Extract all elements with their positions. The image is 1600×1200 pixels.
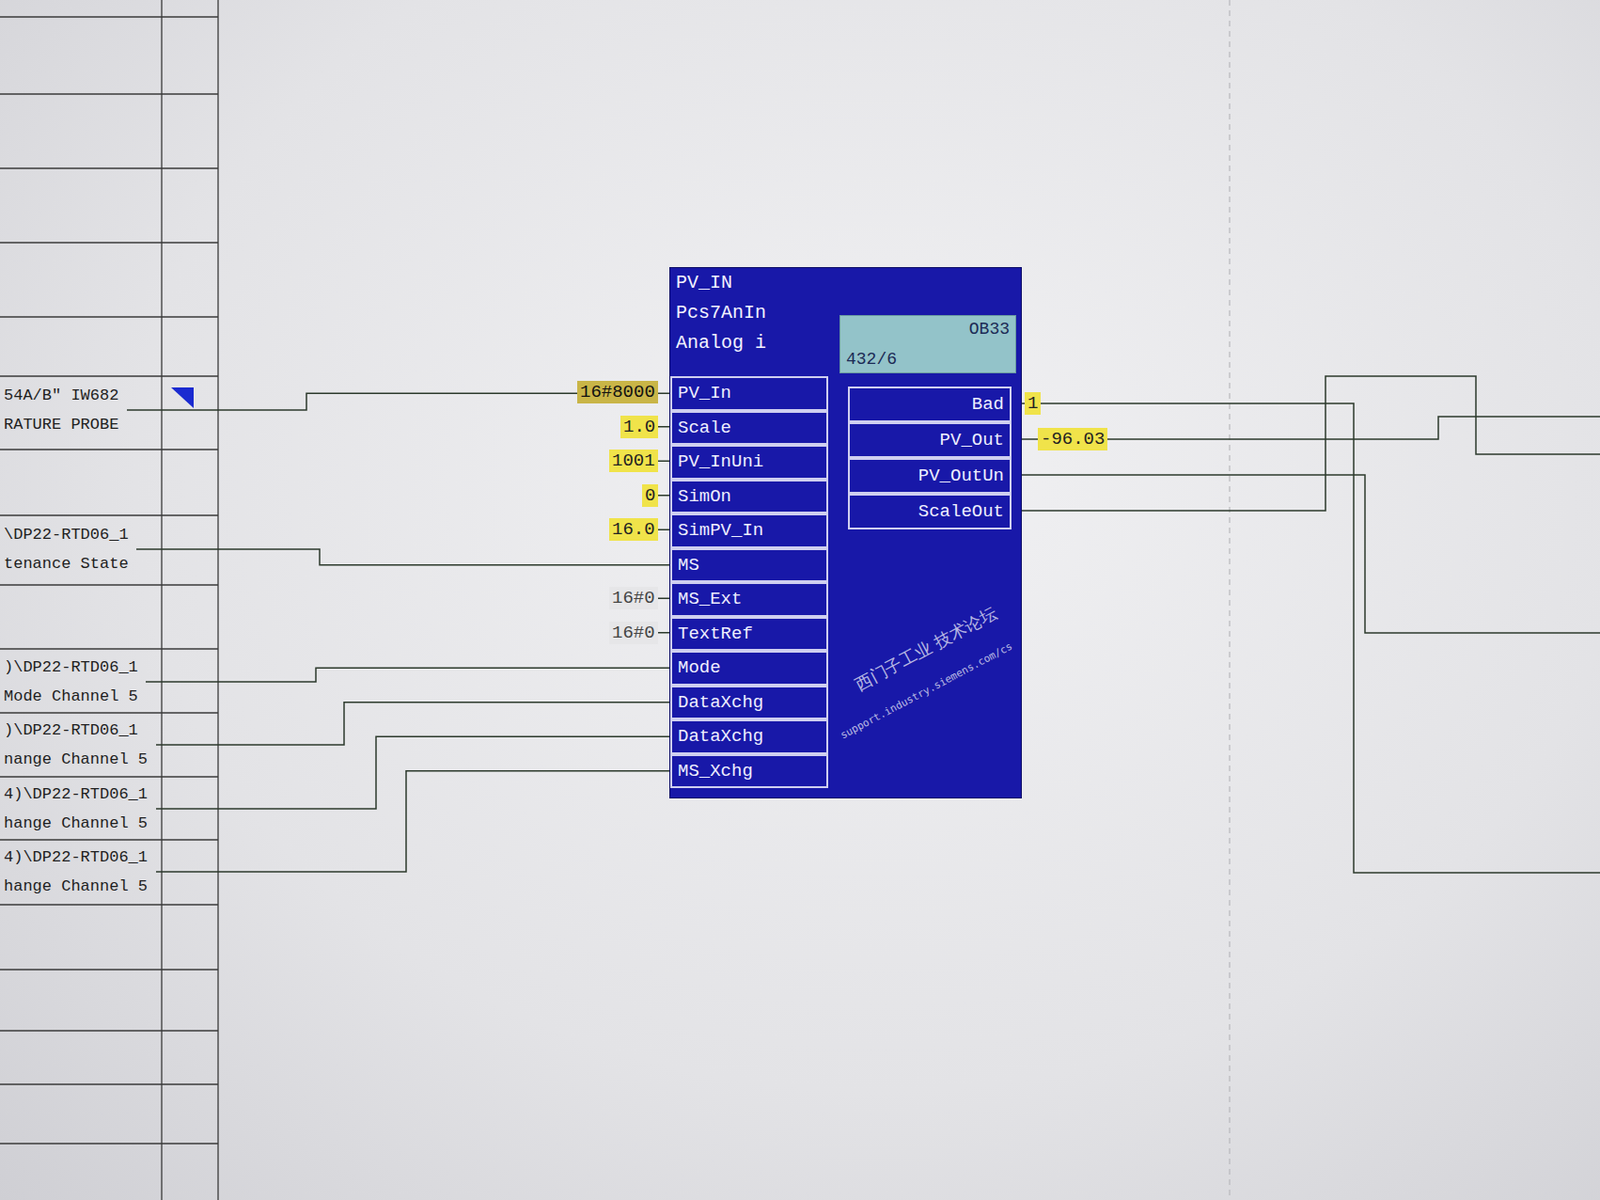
pin-name: TextRef [677, 623, 753, 644]
signal-text: 4)\DP22-RTD06_1 [3, 779, 151, 809]
signal-cell: 54A/B" IW682RATURE PROBE [3, 380, 127, 440]
pin-name: PV_InUni [677, 451, 764, 472]
signal-wire [145, 667, 671, 682]
pin-name: DataXchg [677, 691, 764, 713]
signal-text: nange Channel 5 [3, 744, 151, 774]
output-value: 1 [1024, 392, 1041, 415]
connection-marker [171, 387, 194, 408]
input-pin: TextRef [670, 616, 829, 652]
pin-name: PV_Out [940, 429, 1004, 451]
signal-cell: 4)\DP22-RTD06_1hange Channel 5 [3, 842, 157, 901]
input-pin: SimOn [670, 479, 829, 515]
input-pin: DataXchg [670, 685, 829, 721]
signal-text: RATURE PROBE [3, 409, 122, 440]
signal-wire [156, 770, 671, 872]
signal-text: \DP22-RTD06_1 [3, 519, 131, 550]
signal-cell: )\DP22-RTD06_1nange Channel 5 [3, 715, 157, 774]
signal-wire [136, 549, 671, 565]
input-pin: PV_In [670, 376, 829, 411]
signal-cell: )\DP22-RTD06_1Mode Channel 5 [3, 652, 146, 711]
output-value: -96.03 [1037, 427, 1108, 451]
pin-value: 16#0 [609, 586, 659, 610]
function-block: PV_INPcs7AnInAnalog iOB33432/6PV_InScale… [669, 266, 1022, 799]
pin-name: MS_Ext [677, 588, 742, 610]
input-pin: MS_Ext [670, 581, 829, 617]
output-wires [1010, 376, 1600, 873]
input-pin: PV_InUni [670, 444, 829, 480]
signal-text: )\DP22-RTD06_1 [3, 715, 151, 745]
signal-cell: 4)\DP22-RTD06_1hange Channel 5 [3, 779, 157, 838]
input-pin: SimPV_In [670, 513, 829, 549]
block-header: PV_IN [670, 267, 1021, 299]
output-pin: PV_Out [847, 422, 1012, 458]
pin-value: 1.0 [620, 415, 659, 439]
pin-value: 16#8000 [577, 380, 659, 404]
input-pin: Scale [670, 410, 829, 446]
signal-wire [156, 702, 671, 745]
run-sequence-box: OB33 432/6 [839, 314, 1017, 374]
input-pin: Mode [670, 650, 829, 686]
run-sequence: 432/6 [846, 349, 1010, 369]
pin-name: SimPV_In [677, 519, 764, 541]
input-pin: DataXchg [670, 719, 829, 754]
signal-text: 54A/B" IW682 [3, 380, 122, 410]
pin-name: Mode [677, 657, 722, 678]
signal-text: Mode Channel 5 [3, 681, 141, 711]
input-pin: MS_Xchg [670, 753, 829, 789]
pin-name: PV_OutUn [918, 465, 1004, 487]
pin-name: DataXchg [677, 725, 764, 747]
pin-name: MS [677, 554, 700, 576]
signal-text: )\DP22-RTD06_1 [3, 652, 141, 682]
pin-value: 16.0 [609, 517, 659, 541]
page-boundary [1228, 0, 1230, 1200]
signal-text: hange Channel 5 [3, 808, 151, 838]
pin-name: Scale [677, 417, 732, 439]
signal-cell: \DP22-RTD06_1tenance State [3, 519, 137, 579]
pin-name: ScaleOut [918, 501, 1004, 522]
pin-name: Bad [972, 393, 1004, 415]
signal-wire [156, 736, 671, 809]
signal-text: 4)\DP22-RTD06_1 [3, 842, 151, 872]
pin-value: 1001 [609, 449, 659, 472]
output-pin: PV_OutUn [847, 457, 1012, 494]
pin-name: PV_In [677, 382, 732, 404]
value-stubs [658, 426, 670, 633]
input-pin: MS [670, 548, 829, 583]
output-pin: Bad [847, 386, 1012, 423]
signal-text: tenance State [3, 549, 131, 579]
run-sequence: OB33 [969, 319, 1010, 339]
pin-name: SimOn [677, 486, 732, 507]
sidebar-grid [0, 0, 219, 1200]
pin-name: MS_Xchg [677, 760, 753, 782]
pin-value: 16#0 [609, 621, 659, 644]
output-pin: ScaleOut [847, 493, 1012, 530]
pin-value: 0 [642, 484, 659, 507]
signal-text: hange Channel 5 [3, 871, 151, 901]
